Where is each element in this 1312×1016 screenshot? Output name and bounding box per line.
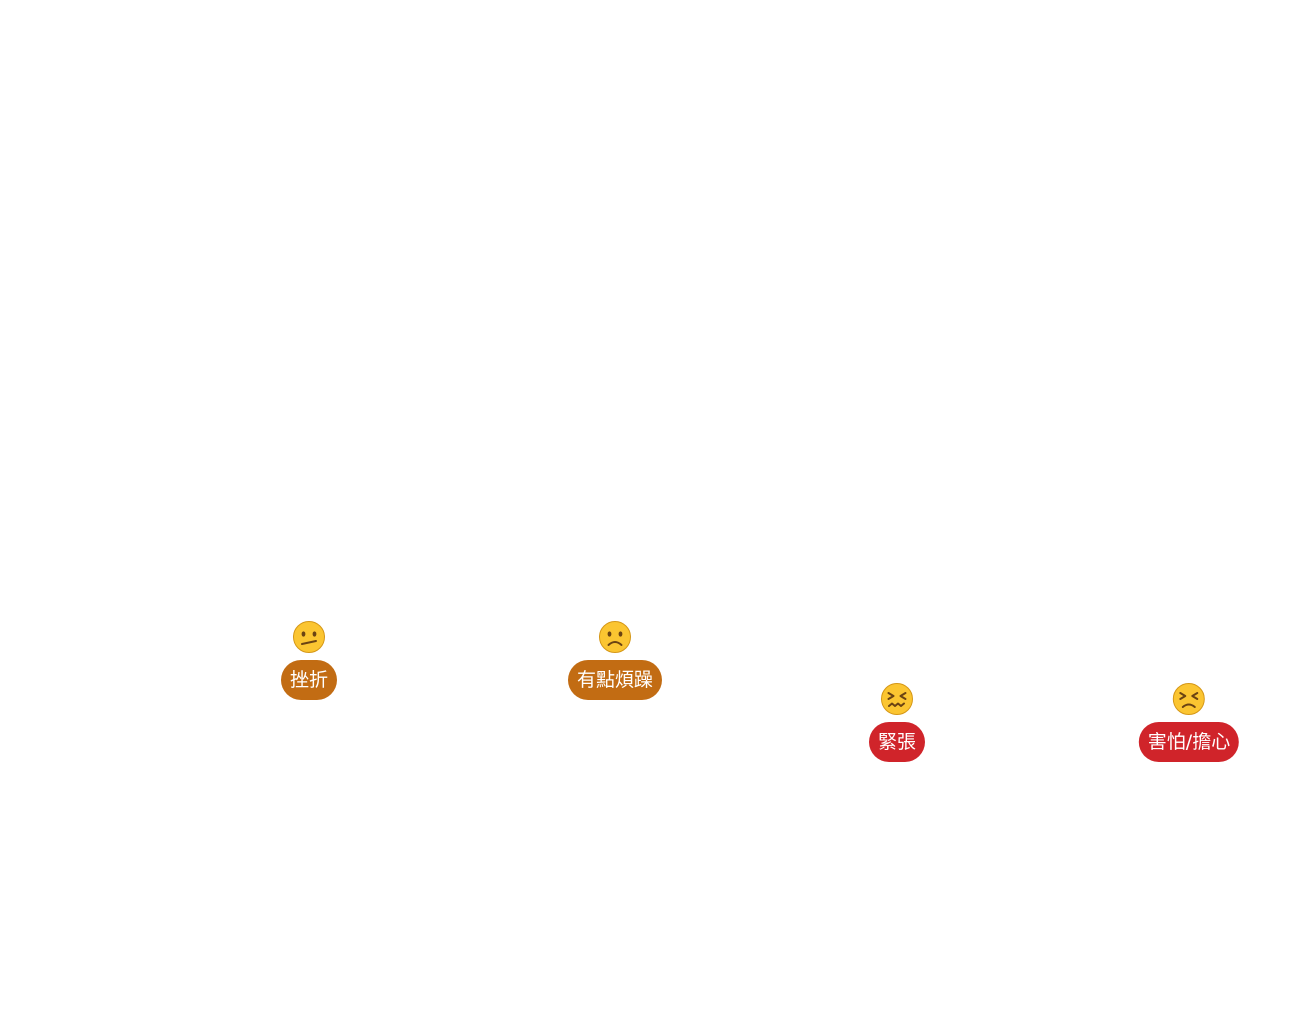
emotion-nervous[interactable]: 緊張	[868, 682, 926, 762]
emotion-slightly-irritated[interactable]: 有點煩躁	[567, 620, 663, 700]
emotion-label: 挫折	[280, 660, 338, 700]
persevering-face-icon	[1173, 683, 1205, 715]
emotion-frustrated[interactable]: 挫折	[280, 620, 338, 700]
slightly-frowning-face-icon	[598, 621, 631, 653]
confused-face-icon	[292, 621, 325, 653]
emotion-label: 緊張	[868, 722, 926, 762]
emotion-afraid-worried[interactable]: 害怕/擔心	[1138, 682, 1240, 762]
emotion-label: 有點煩躁	[567, 660, 663, 700]
confounded-face-icon	[880, 683, 913, 715]
emotion-label: 害怕/擔心	[1138, 722, 1240, 762]
